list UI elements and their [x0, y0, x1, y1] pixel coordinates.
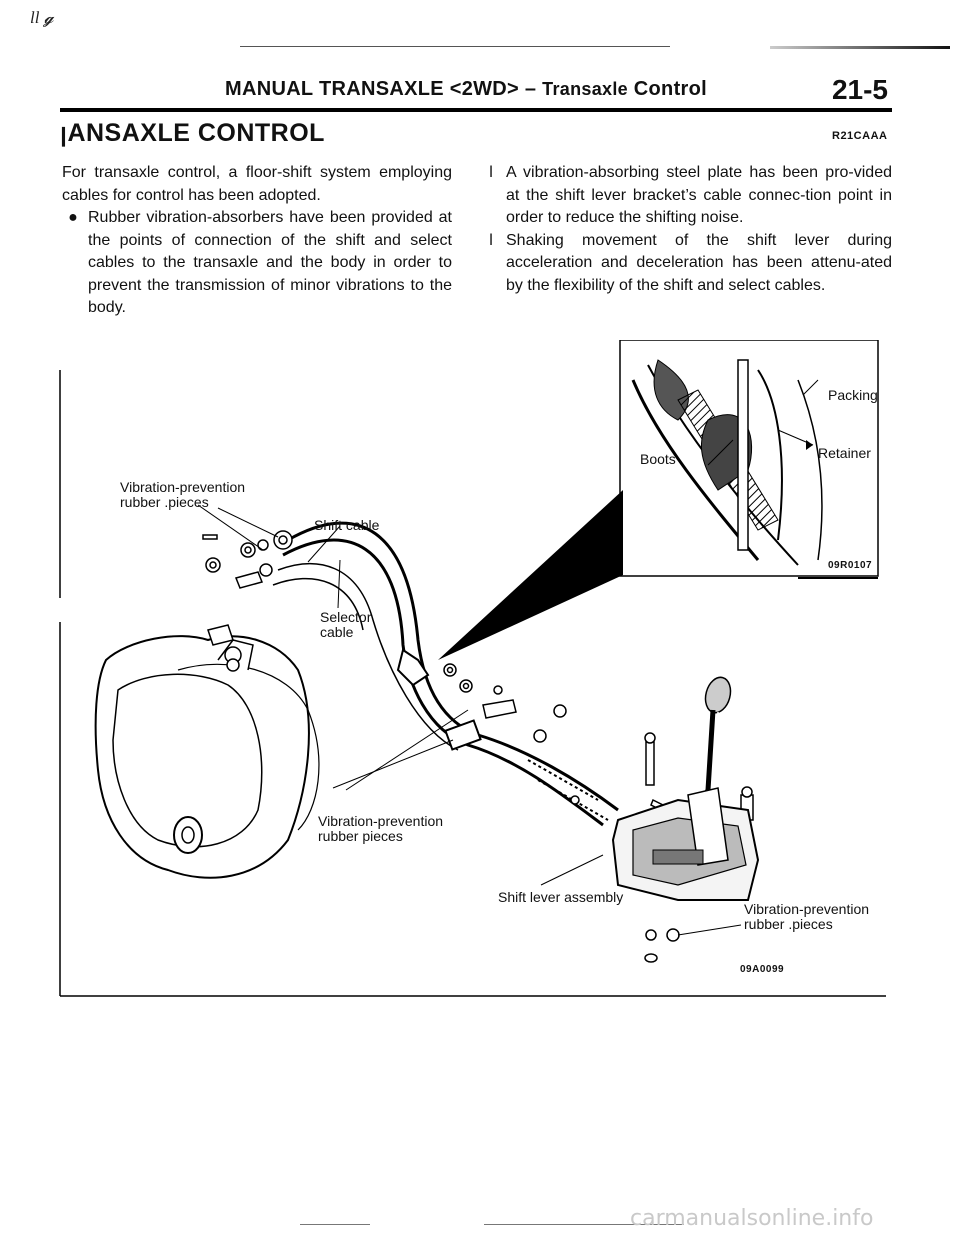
figure-drawing: [59, 340, 886, 997]
bullet-item: l Shaking movement of the shift lever du…: [480, 230, 892, 298]
label-packing: Packing: [828, 387, 878, 403]
inset-figure-code: 09R0107: [828, 560, 873, 571]
bullet-text: Rubber vibration-absorbers have been pro…: [88, 209, 452, 316]
section-title: ꞁANSAXLE CONTROL: [60, 119, 325, 147]
watermark: carmanualsonline.info: [630, 1206, 874, 1231]
label-boots: Boots: [640, 451, 676, 467]
label-shift-lever-assembly: Shift lever assembly: [498, 889, 624, 905]
inset-pointer-wedge: [438, 490, 623, 660]
corner-handwritten-note: ll 𝓰: [30, 8, 54, 27]
shift-lever-assembly: [611, 676, 760, 901]
top-rule-right: [770, 46, 950, 49]
intro-paragraph: For transaxle control, a floor-shift sys…: [62, 164, 452, 204]
bullet-item: l A vibration-absorbing steel plate has …: [480, 162, 892, 230]
label-line: Vibration-prevention: [120, 479, 246, 495]
page-header: MANUAL TRANSAXLE <2WD> – Transaxle Contr…: [60, 74, 892, 110]
label-line: rubber .pieces: [744, 916, 833, 932]
label-vib-prevention-bottom: Vibration-prevention rubber .pieces: [744, 902, 869, 932]
bottom-rule: [300, 1224, 370, 1225]
bullet-marker: ●: [68, 209, 78, 226]
header-title-tail: Control: [627, 78, 707, 100]
header-title-sub: Transaxle: [542, 79, 628, 99]
top-rule: [240, 46, 670, 47]
bullet-item: ● Rubber vibration-absorbers have been p…: [62, 207, 452, 320]
label-vib-prevention-top: Vibration-prevention rubber .pieces: [120, 480, 245, 510]
header-rule: [60, 108, 892, 112]
label-shift-cable: Shift cable: [314, 517, 380, 533]
callout-leaders: [197, 504, 742, 936]
transaxle-housing: [94, 635, 320, 879]
label-vib-prevention-mid: Vibration-prevention rubber pieces: [318, 814, 443, 844]
bottom-rule: [484, 1224, 684, 1225]
bullet-text: A vibration-absorbing steel plate has be…: [506, 164, 892, 226]
label-line: Vibration-prevention: [744, 901, 870, 917]
left-column: For transaxle control, a floor-shift sys…: [62, 162, 452, 320]
shift-and-select-cables: [272, 521, 619, 827]
header-title-main: MANUAL TRANSAXLE <2WD> –: [225, 78, 543, 100]
bullet-text: Shaking movement of the shift lever duri…: [506, 231, 892, 294]
page-number: 21-5: [831, 74, 888, 105]
label-line: Vibration-prevention: [318, 813, 444, 829]
figure-code: 09A0099: [740, 964, 785, 975]
right-column: l A vibration-absorbing steel plate has …: [480, 162, 892, 297]
section-code: R21CAAA: [832, 130, 888, 142]
label-line: cable: [320, 624, 354, 640]
header-title: MANUAL TRANSAXLE <2WD> – Transaxle Contr…: [225, 78, 707, 101]
boot-detail-inset: [619, 340, 879, 579]
bullet-marker: l: [489, 231, 493, 249]
label-line: rubber pieces: [318, 828, 403, 844]
small-parts: [202, 530, 754, 963]
bullet-marker: l: [489, 164, 493, 181]
transaxle-control-figure: Vibration-prevention rubber .pieces Shif…: [58, 340, 888, 1000]
label-selector-cable: Selector cable: [320, 610, 371, 640]
label-line: Selector: [320, 609, 372, 625]
label-retainer: Retainer: [818, 445, 871, 461]
label-line: rubber .pieces: [120, 494, 209, 510]
